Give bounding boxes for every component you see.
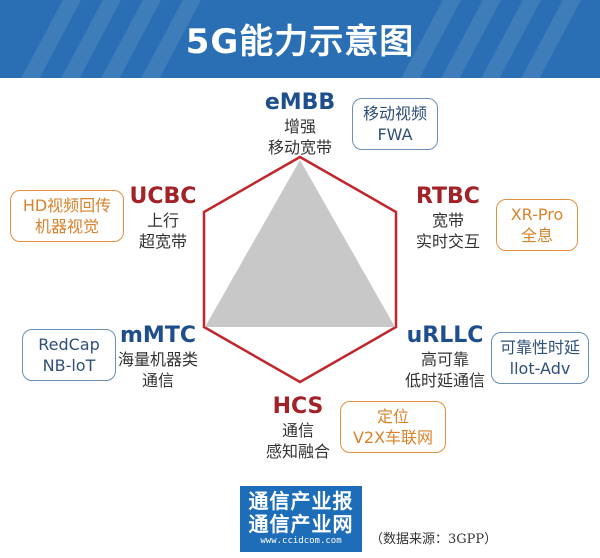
node-embb-desc-1: 增强: [283, 117, 317, 136]
node-mmtc-name: mMTC: [120, 323, 196, 348]
node-urllc-name: uRLLC: [406, 323, 484, 348]
node-hcs-desc-1: 通信: [281, 421, 315, 440]
box-xr-line-2: 全息: [520, 226, 553, 245]
node-rtbc-name: RTBC: [416, 184, 480, 209]
node-urllc-desc-1: 高可靠: [420, 350, 470, 369]
node-ucbc-name: UCBC: [129, 184, 197, 209]
node-embb: eMBB 增强 移动宽带: [265, 90, 335, 158]
box-redcap: RedCap NB-loT: [22, 329, 116, 381]
capability-triangle: [205, 160, 395, 327]
logo-line-1: 通信产业报: [248, 489, 354, 513]
node-hcs-name: HCS: [272, 394, 324, 419]
publisher-logo: 通信产业报 通信产业网 www.ccidcom.com: [240, 486, 362, 552]
box-llot-line-2: llot-Adv: [509, 359, 571, 378]
logo-line-2: 通信产业网: [248, 512, 354, 536]
box-hd: HD视频回传 机器视觉: [10, 190, 124, 242]
node-ucbc-desc-2: 超宽带: [138, 232, 187, 251]
node-urllc-desc-2: 低时延通信: [404, 371, 486, 390]
node-embb-desc-2: 移动宽带: [267, 138, 333, 157]
capability-hexagon: [202, 155, 398, 384]
node-rtbc-desc-2: 实时交互: [415, 232, 481, 251]
node-hcs: HCS 通信 感知融合: [266, 394, 330, 462]
box-xr-line-1: XR-Pro: [510, 205, 564, 224]
box-fwa: 移动视频 FWA: [352, 98, 438, 150]
node-hcs-desc-2: 感知融合: [265, 442, 331, 461]
node-mmtc-desc-2: 通信: [141, 371, 175, 390]
box-llot-line-1: 可靠性时延: [499, 338, 580, 357]
page-title: 5G能力示意图: [185, 22, 415, 62]
box-v2x: 定位 V2X车联网: [340, 401, 446, 453]
box-xr: XR-Pro 全息: [496, 199, 578, 251]
node-rtbc-desc-1: 宽带: [431, 211, 465, 230]
box-redcap-line-2: NB-loT: [42, 356, 96, 375]
node-mmtc-desc-1: 海量机器类: [117, 350, 199, 369]
node-embb-name: eMBB: [264, 90, 336, 115]
node-urllc: uRLLC 高可靠 低时延通信: [405, 323, 485, 391]
logo-url: www.ccidcom.com: [260, 536, 342, 546]
data-source-note: （数据来源：3GPP）: [370, 532, 498, 547]
box-fwa-line-2: FWA: [377, 125, 413, 144]
node-ucbc-desc-1: 上行: [146, 211, 179, 230]
node-ucbc: UCBC 上行 超宽带: [130, 184, 197, 252]
box-hd-line-2: 机器视觉: [34, 217, 99, 236]
node-rtbc: RTBC 宽带 实时交互: [416, 184, 480, 252]
node-mmtc: mMTC 海量机器类 通信: [118, 323, 198, 391]
box-redcap-line-1: RedCap: [38, 335, 100, 354]
box-hd-line-1: HD视频回传: [22, 196, 112, 215]
box-fwa-line-1: 移动视频: [362, 104, 427, 123]
box-v2x-line-1: 定位: [376, 407, 409, 426]
box-v2x-line-2: V2X车联网: [352, 428, 434, 447]
title-banner: 5G能力示意图: [0, 0, 600, 78]
box-llot: 可靠性时延 llot-Adv: [491, 332, 589, 384]
